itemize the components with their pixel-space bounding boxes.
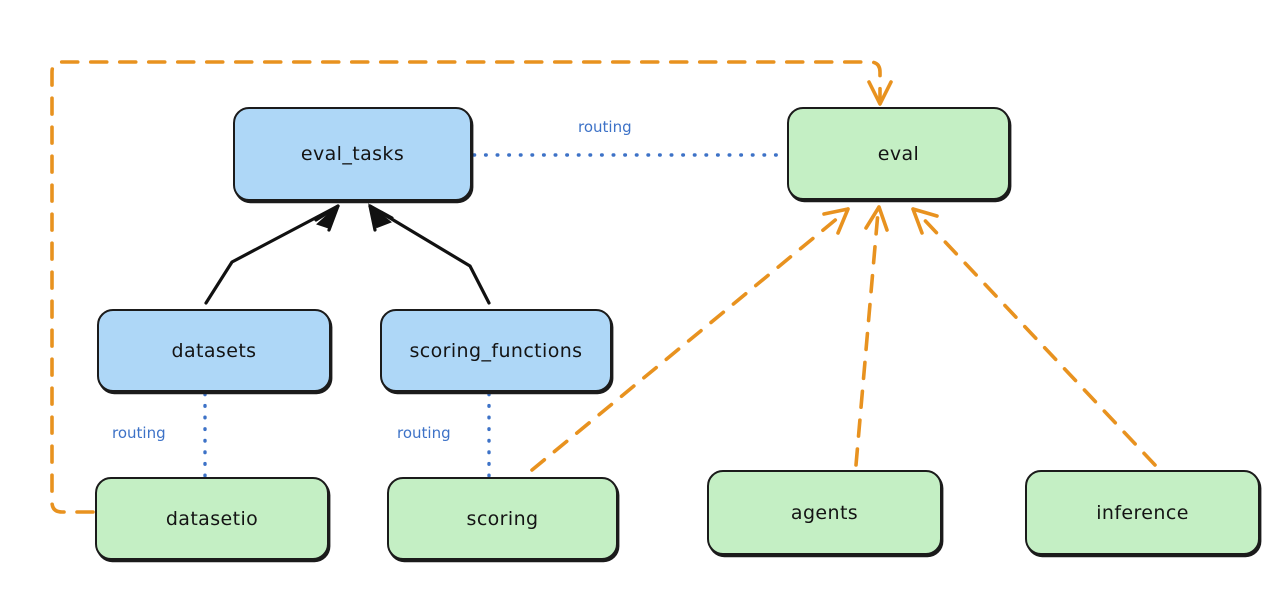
- node-datasetio[interactable]: datasetio: [95, 477, 329, 560]
- node-label-scoring-functions: scoring_functions: [409, 339, 583, 362]
- edge-label-routing-eval-tasks: routing: [578, 118, 632, 136]
- node-label-scoring: scoring: [466, 507, 539, 530]
- node-datasets[interactable]: datasets: [97, 309, 331, 392]
- node-eval[interactable]: eval: [787, 107, 1010, 200]
- node-label-eval-tasks: eval_tasks: [300, 143, 405, 165]
- edge-datasets-to-eval-tasks: [204, 204, 340, 305]
- edge-label-routing-scoring-functions: routing: [397, 424, 451, 442]
- node-label-agents: agents: [790, 501, 859, 524]
- edge-scoring-functions-to-eval-tasks: [367, 203, 491, 305]
- node-agents[interactable]: agents: [707, 470, 942, 555]
- node-label-inference: inference: [1096, 501, 1189, 524]
- node-inference[interactable]: inference: [1025, 470, 1260, 555]
- edge-inference-to-eval: [911, 207, 1157, 467]
- node-scoring[interactable]: scoring: [387, 477, 618, 560]
- edge-label-routing-datasets: routing: [112, 424, 166, 442]
- node-label-datasets: datasets: [171, 339, 257, 362]
- node-label-datasetio: datasetio: [165, 507, 259, 530]
- node-scoring-functions[interactable]: scoring_functions: [380, 309, 612, 392]
- edge-agents-to-eval: [854, 205, 889, 467]
- node-eval-tasks[interactable]: eval_tasks: [233, 107, 472, 201]
- node-label-eval: eval: [877, 142, 920, 165]
